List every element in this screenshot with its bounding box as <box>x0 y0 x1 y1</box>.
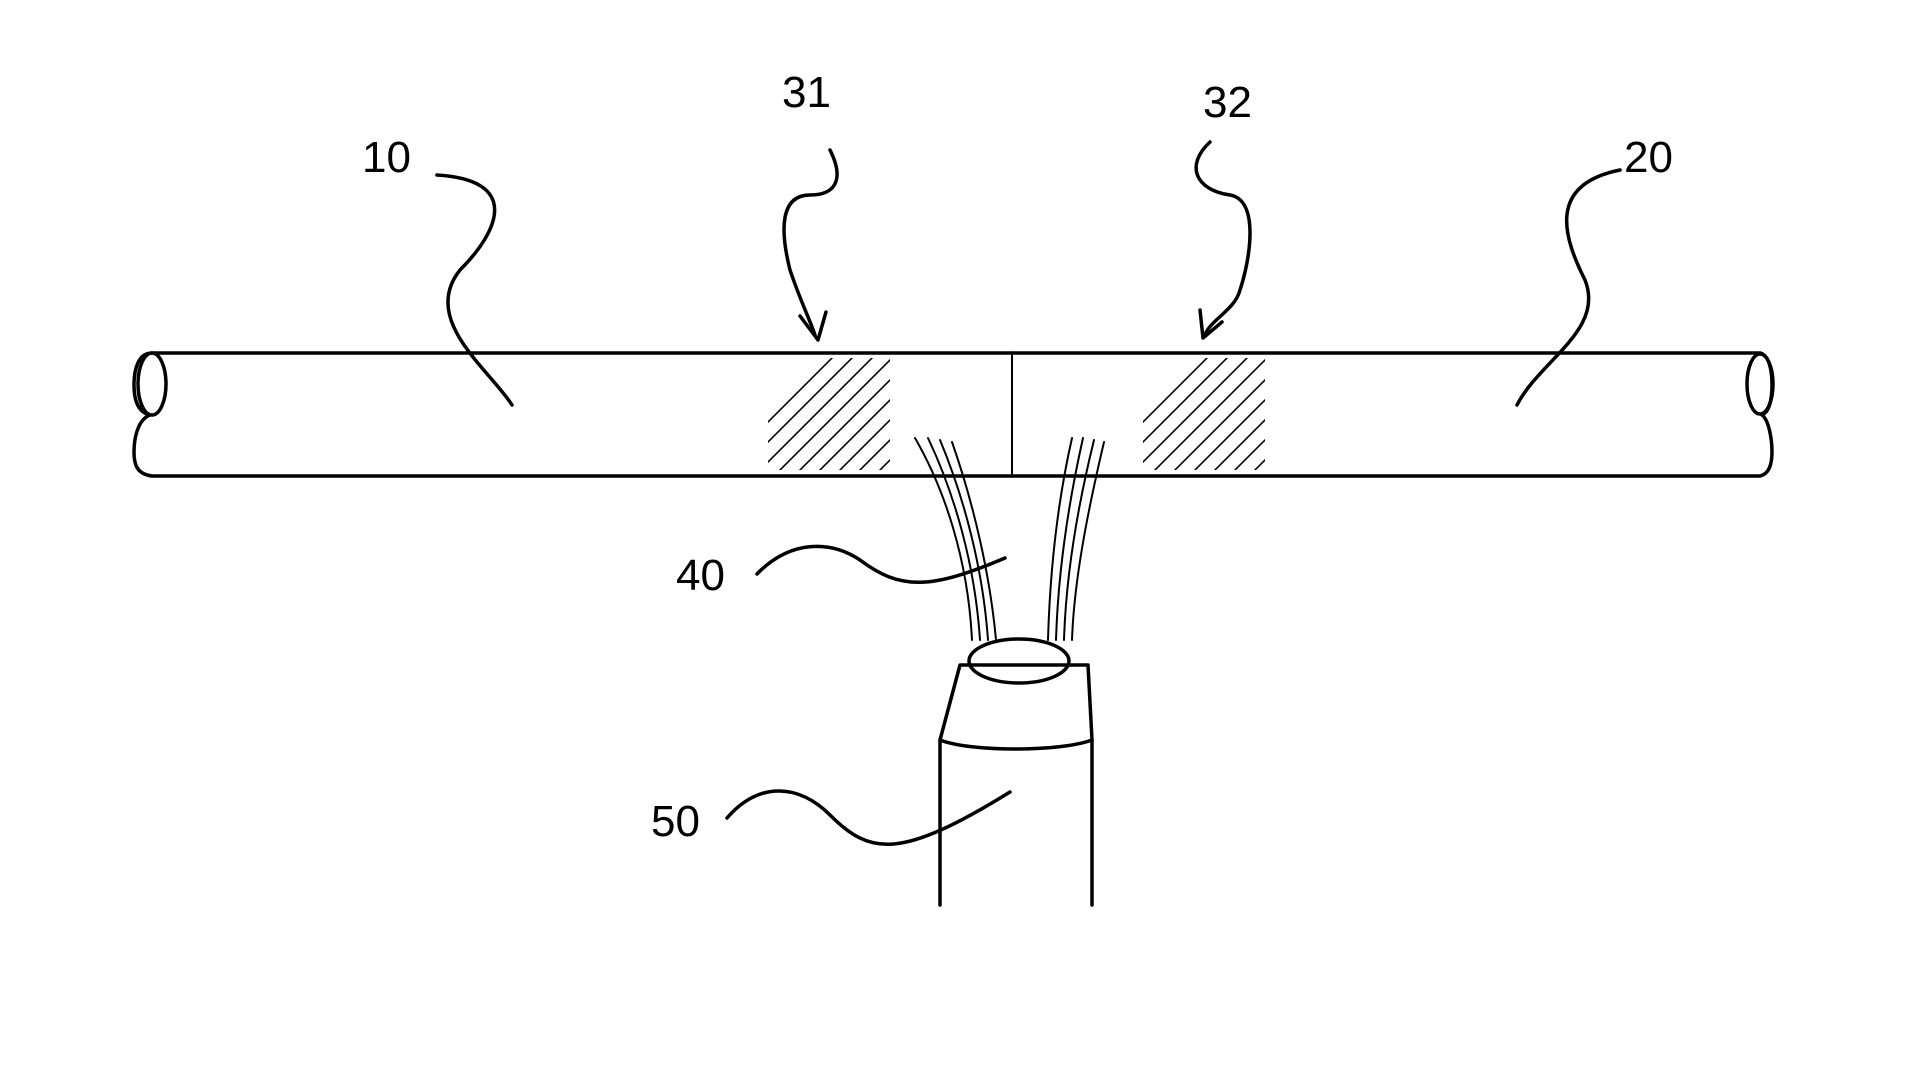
leader-50 <box>727 791 1010 844</box>
label-fiber-left: 10 <box>362 133 411 182</box>
right-fiber <box>1012 353 1773 476</box>
leader-lines <box>437 170 1620 844</box>
leader-10 <box>437 175 512 405</box>
left-fiber <box>134 353 1012 476</box>
arrow-31 <box>784 150 837 340</box>
label-end-face-left: 31 <box>782 68 831 117</box>
electrode <box>940 639 1092 905</box>
end-region-31-hatch <box>710 350 1000 480</box>
arrow-32 <box>1196 142 1250 338</box>
end-region-32-hatch <box>1085 350 1375 480</box>
label-end-face-right: 32 <box>1203 78 1252 127</box>
label-fiber-right: 20 <box>1624 133 1673 182</box>
label-electrode: 50 <box>651 797 700 846</box>
label-discharge: 40 <box>676 551 725 600</box>
discharge-arc <box>915 438 1104 640</box>
leader-20 <box>1517 170 1620 405</box>
